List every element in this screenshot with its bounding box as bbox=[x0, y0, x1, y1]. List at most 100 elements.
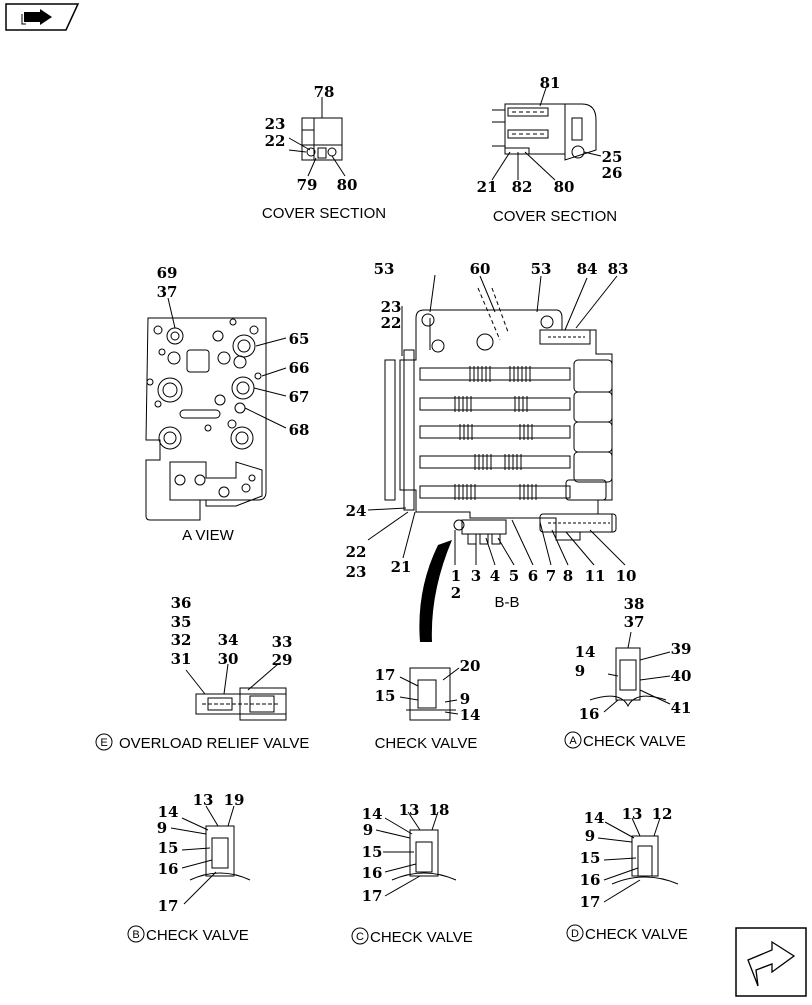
callout-53: 53 bbox=[531, 260, 552, 278]
circle-letter-c bbox=[351, 927, 369, 945]
callout-67: 67 bbox=[289, 388, 310, 406]
callout-16: 16 bbox=[580, 871, 601, 889]
callout-15: 15 bbox=[580, 849, 601, 867]
circle-letter-a bbox=[564, 731, 582, 749]
callout-18: 18 bbox=[429, 801, 450, 819]
callout-3: 3 bbox=[471, 567, 481, 585]
callout-65: 65 bbox=[289, 330, 310, 348]
captions: COVER SECTION COVER SECTION A VIEW B-B E… bbox=[95, 205, 688, 946]
callout-16: 16 bbox=[579, 705, 600, 723]
callout-9: 9 bbox=[363, 821, 373, 839]
caption-overload-relief-valve: OVERLOAD RELIEF VALVE bbox=[119, 735, 309, 752]
callout-37: 37 bbox=[624, 613, 645, 631]
spool-row-2 bbox=[419, 391, 613, 423]
callout-17: 17 bbox=[375, 666, 396, 684]
callout-83: 83 bbox=[608, 260, 629, 278]
callout-69: 69 bbox=[157, 264, 178, 282]
callout-16: 16 bbox=[158, 860, 179, 878]
callout-36: 36 bbox=[171, 594, 192, 612]
callout-23: 23 bbox=[381, 298, 402, 316]
callout-9: 9 bbox=[460, 690, 470, 708]
callout-78: 78 bbox=[314, 83, 335, 101]
book-arrow-icon[interactable] bbox=[5, 3, 80, 31]
callout-19: 19 bbox=[224, 791, 245, 809]
callout-38: 38 bbox=[624, 595, 645, 613]
callout-7: 7 bbox=[546, 567, 556, 585]
callout-11: 11 bbox=[585, 567, 606, 585]
callout-80: 80 bbox=[337, 176, 358, 194]
callout-15: 15 bbox=[362, 843, 383, 861]
callout-17: 17 bbox=[158, 897, 179, 915]
caption-check-valve-a: CHECK VALVE bbox=[583, 733, 686, 750]
cover-section-right bbox=[491, 87, 602, 181]
callout-15: 15 bbox=[375, 687, 396, 705]
caption-check-valve-c: CHECK VALVE bbox=[370, 929, 473, 946]
callout-13: 13 bbox=[193, 791, 214, 809]
a-view-plate bbox=[145, 297, 287, 521]
circle-letter-d bbox=[566, 924, 584, 942]
callout-12: 12 bbox=[652, 805, 673, 823]
callout-14: 14 bbox=[460, 706, 481, 724]
circle-letter-c-text: C bbox=[356, 931, 364, 943]
cover-section-left bbox=[288, 97, 346, 177]
spool-row-3 bbox=[419, 421, 613, 453]
callout-33: 33 bbox=[272, 633, 293, 651]
callout-26: 26 bbox=[602, 164, 623, 182]
callout-14: 14 bbox=[584, 809, 605, 827]
circle-letter-d-text: D bbox=[571, 928, 579, 940]
callout-80: 80 bbox=[554, 178, 575, 196]
callout-5: 5 bbox=[509, 567, 519, 585]
callout-9: 9 bbox=[575, 662, 585, 680]
callout-10: 10 bbox=[616, 567, 637, 585]
callout-68: 68 bbox=[289, 421, 310, 439]
callout-82: 82 bbox=[512, 178, 533, 196]
callout-39: 39 bbox=[671, 640, 692, 658]
callout-21: 21 bbox=[391, 558, 412, 576]
callout-9: 9 bbox=[585, 827, 595, 845]
caption-check-valve-d: CHECK VALVE bbox=[585, 926, 688, 943]
callout-15: 15 bbox=[158, 839, 179, 857]
callout-60: 60 bbox=[470, 260, 491, 278]
callout-22: 22 bbox=[346, 543, 367, 561]
callout-37: 37 bbox=[157, 283, 178, 301]
callout-14: 14 bbox=[158, 803, 179, 821]
callout-21: 21 bbox=[477, 178, 498, 196]
callout-8: 8 bbox=[563, 567, 573, 585]
callout-22: 22 bbox=[381, 314, 402, 332]
next-page-arrow-icon[interactable] bbox=[735, 927, 807, 997]
callout-31: 31 bbox=[171, 650, 192, 668]
callout-84: 84 bbox=[577, 260, 598, 278]
callout-30: 30 bbox=[218, 650, 239, 668]
caption-check-valve-mid: CHECK VALVE bbox=[375, 735, 478, 752]
callout-1: 1 bbox=[451, 567, 461, 585]
callout-53: 53 bbox=[374, 260, 395, 278]
caption-cover-section-left: COVER SECTION bbox=[262, 205, 386, 222]
callout-13: 13 bbox=[399, 801, 420, 819]
callout-32: 32 bbox=[171, 631, 192, 649]
callout-66: 66 bbox=[289, 359, 310, 377]
callout-25: 25 bbox=[602, 148, 623, 166]
circle-letter-e-text: E bbox=[100, 737, 107, 749]
circle-letter-a-text: A bbox=[569, 735, 577, 747]
callout-41: 41 bbox=[671, 699, 692, 717]
circle-letter-b bbox=[127, 925, 145, 943]
caption-a-view: A VIEW bbox=[182, 527, 235, 544]
callout-9: 9 bbox=[157, 819, 167, 837]
callout-13: 13 bbox=[622, 805, 643, 823]
callout-23: 23 bbox=[346, 563, 367, 581]
callout-20: 20 bbox=[460, 657, 481, 675]
spool-row-4 bbox=[419, 451, 613, 483]
check-valve-c bbox=[375, 811, 457, 897]
spool-row-5 bbox=[419, 479, 607, 501]
callout-2: 2 bbox=[451, 584, 461, 602]
callout-22: 22 bbox=[265, 132, 286, 150]
callout-labels: 78 23 22 79 80 81 21 82 80 25 26 69 37 6… bbox=[157, 74, 692, 915]
caption-check-valve-b: CHECK VALVE bbox=[146, 927, 249, 944]
callout-24: 24 bbox=[346, 502, 367, 520]
callout-34: 34 bbox=[218, 631, 239, 649]
callout-29: 29 bbox=[272, 651, 293, 669]
caption-cover-section-right: COVER SECTION bbox=[493, 208, 617, 225]
callout-4: 4 bbox=[490, 567, 500, 585]
